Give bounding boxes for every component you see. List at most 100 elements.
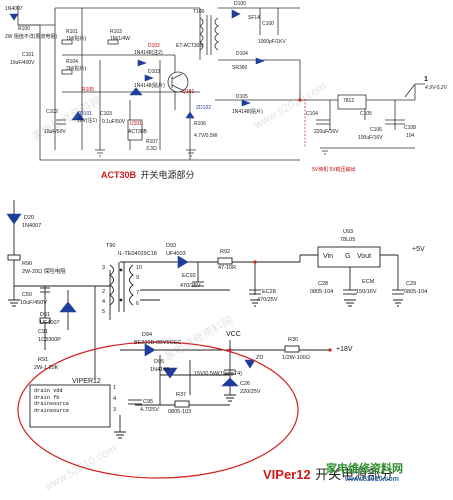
top-circuit-diodes	[9, 9, 265, 121]
label-t90-pin4: 4	[102, 299, 106, 305]
label-zd101-val: 10V(注1)	[77, 118, 98, 124]
ic-pin-row-1: drain vdd	[34, 388, 63, 394]
label-t90-pin2: 2	[102, 289, 106, 295]
label-r101: R101	[66, 29, 78, 35]
label-r92: R92	[220, 249, 231, 255]
label-plus5v: +5V	[412, 246, 425, 253]
label-d20-val: 1N4007	[22, 223, 42, 229]
bottom-circuit-title: VIPer12 开关电源部分	[263, 467, 393, 483]
label-c104-val: 220uF/16V	[314, 129, 339, 135]
label-u93-gnd: G	[345, 253, 351, 260]
label-d100: D100	[234, 1, 246, 7]
label-zd102-val: 4.7V/0.5W	[194, 133, 218, 139]
label-d91: D91	[40, 312, 51, 318]
label-d102: D102	[148, 43, 160, 49]
label-c91-val: 1C3300P	[38, 337, 61, 343]
ic-pin-row-3: drainsource	[34, 401, 69, 408]
bottom-title-text: 开关电源部分	[315, 467, 394, 482]
top-circuit-title: ACT30B 开关电源部分	[101, 166, 194, 182]
label-d94-val: BE230B-0BV5GEC	[134, 340, 182, 346]
label-u93-vout: Vout	[357, 253, 372, 260]
label-top-r-in: R100	[18, 26, 30, 32]
label-top-d-n4007: 1N4007	[5, 6, 23, 12]
label-top-output-number: 1	[424, 76, 428, 83]
label-t90-pin6: 6	[136, 301, 140, 307]
label-ic-n2: 4	[113, 396, 117, 402]
label-d105-val: 1N4148(贴片)	[232, 109, 263, 115]
label-t90: T90	[106, 243, 116, 249]
watermark-logo-url: www.52010.com	[345, 476, 399, 483]
label-t90-pin3: 3	[102, 265, 106, 271]
label-r107-val: 3.3Ω	[146, 146, 157, 152]
bottom-transformer	[109, 262, 134, 312]
label-c95: C95	[143, 399, 154, 405]
watermark-logo-text: 家电维修资料网	[326, 463, 403, 475]
top-title-model: ACT30B	[101, 170, 137, 180]
label-ic-n1: 1	[113, 385, 117, 391]
label-d20: D20	[24, 215, 35, 221]
label-ec28: EC28	[262, 289, 276, 295]
ic-pin-row-2: drain fb	[34, 394, 60, 401]
label-c102-val: 10uF/50V	[44, 129, 66, 135]
label-c105: C105	[360, 111, 372, 117]
label-u102: 7812	[343, 98, 355, 104]
label-ec92-val: 470/25V	[180, 283, 201, 289]
top-circuit-highlight	[298, 83, 425, 148]
label-c29-val: 0805-104	[404, 289, 428, 295]
label-viper12-ic: VIPER12	[72, 378, 101, 385]
label-top-c-in: C101	[22, 52, 34, 58]
label-r103-val: 1M/1/4W	[110, 36, 131, 42]
label-d104: D104	[236, 51, 248, 57]
label-zd: ZD	[256, 355, 264, 361]
label-ecm: ECM	[362, 279, 375, 285]
bottom-diodes	[6, 213, 256, 387]
label-zd102: ZD102	[196, 105, 212, 111]
label-q101: Q101	[182, 89, 195, 95]
label-d104-val: SR360	[232, 65, 248, 71]
label-top-r-in-val: 2W 阻值不详(限流电阻)	[5, 34, 58, 40]
label-c108: C108	[404, 125, 416, 131]
viper12-pin-labels: drain vdd drain fb drainsource drainsour…	[34, 388, 69, 414]
label-c29: C29	[406, 281, 417, 287]
label-r37-val: 0805-103	[168, 409, 192, 415]
label-u93: U93	[343, 229, 354, 235]
label-c100-val: 1000pF/1KV	[258, 39, 286, 45]
label-r30-val: 1/2W-100Ω	[282, 355, 310, 361]
label-d94: D94	[142, 332, 153, 338]
label-d102-val: 1N4148(注2)	[134, 50, 163, 56]
label-c91: C91	[38, 329, 49, 335]
label-plus18v: +18V	[336, 346, 353, 353]
label-bottom-r-in: R90	[22, 261, 33, 267]
label-bottom-r-in-val: 2W-20Ω 保险电阻	[22, 269, 66, 275]
label-d95: D95	[154, 359, 165, 365]
label-zd101: ZD101	[77, 111, 93, 117]
label-ec92: EC92	[182, 273, 196, 279]
label-d105: D105	[236, 94, 248, 100]
label-r101-val: 1M(贴片)	[66, 36, 87, 42]
label-d100-val: SF14	[248, 15, 260, 21]
label-t90-val: IL-TE04029C18	[118, 251, 157, 257]
label-r105: R105	[82, 87, 94, 93]
label-d103-val: 1N4148(贴片)	[134, 83, 165, 89]
label-ecm-val: 150/16V	[356, 289, 377, 295]
label-t90-pin5: 5	[102, 309, 106, 315]
label-d93-val: UF4003	[166, 251, 186, 257]
label-r104-val: 2M(贴片)	[66, 66, 87, 72]
label-r91: R91	[38, 357, 49, 363]
label-top-c-in-val: 10uF/400V	[10, 60, 35, 66]
label-d93: D93	[166, 243, 177, 249]
label-r106: R106	[194, 121, 206, 127]
label-d103: D103	[148, 69, 160, 75]
label-c100: C100	[262, 21, 274, 27]
label-t100: T100	[193, 9, 205, 15]
label-top-note: 5V待机 5V稳压输出	[312, 167, 356, 173]
top-circuit-components	[56, 39, 405, 141]
label-vcc: VCC	[226, 331, 241, 338]
bottom-highlight-ellipse	[17, 341, 299, 479]
label-u93-val: 78L05	[340, 237, 356, 243]
highlight-markers	[228, 260, 332, 352]
label-c108-val: 104	[406, 133, 415, 139]
label-ec28-val: 470/25V	[257, 297, 278, 303]
label-c95-val: 4.7/25V	[140, 407, 159, 413]
